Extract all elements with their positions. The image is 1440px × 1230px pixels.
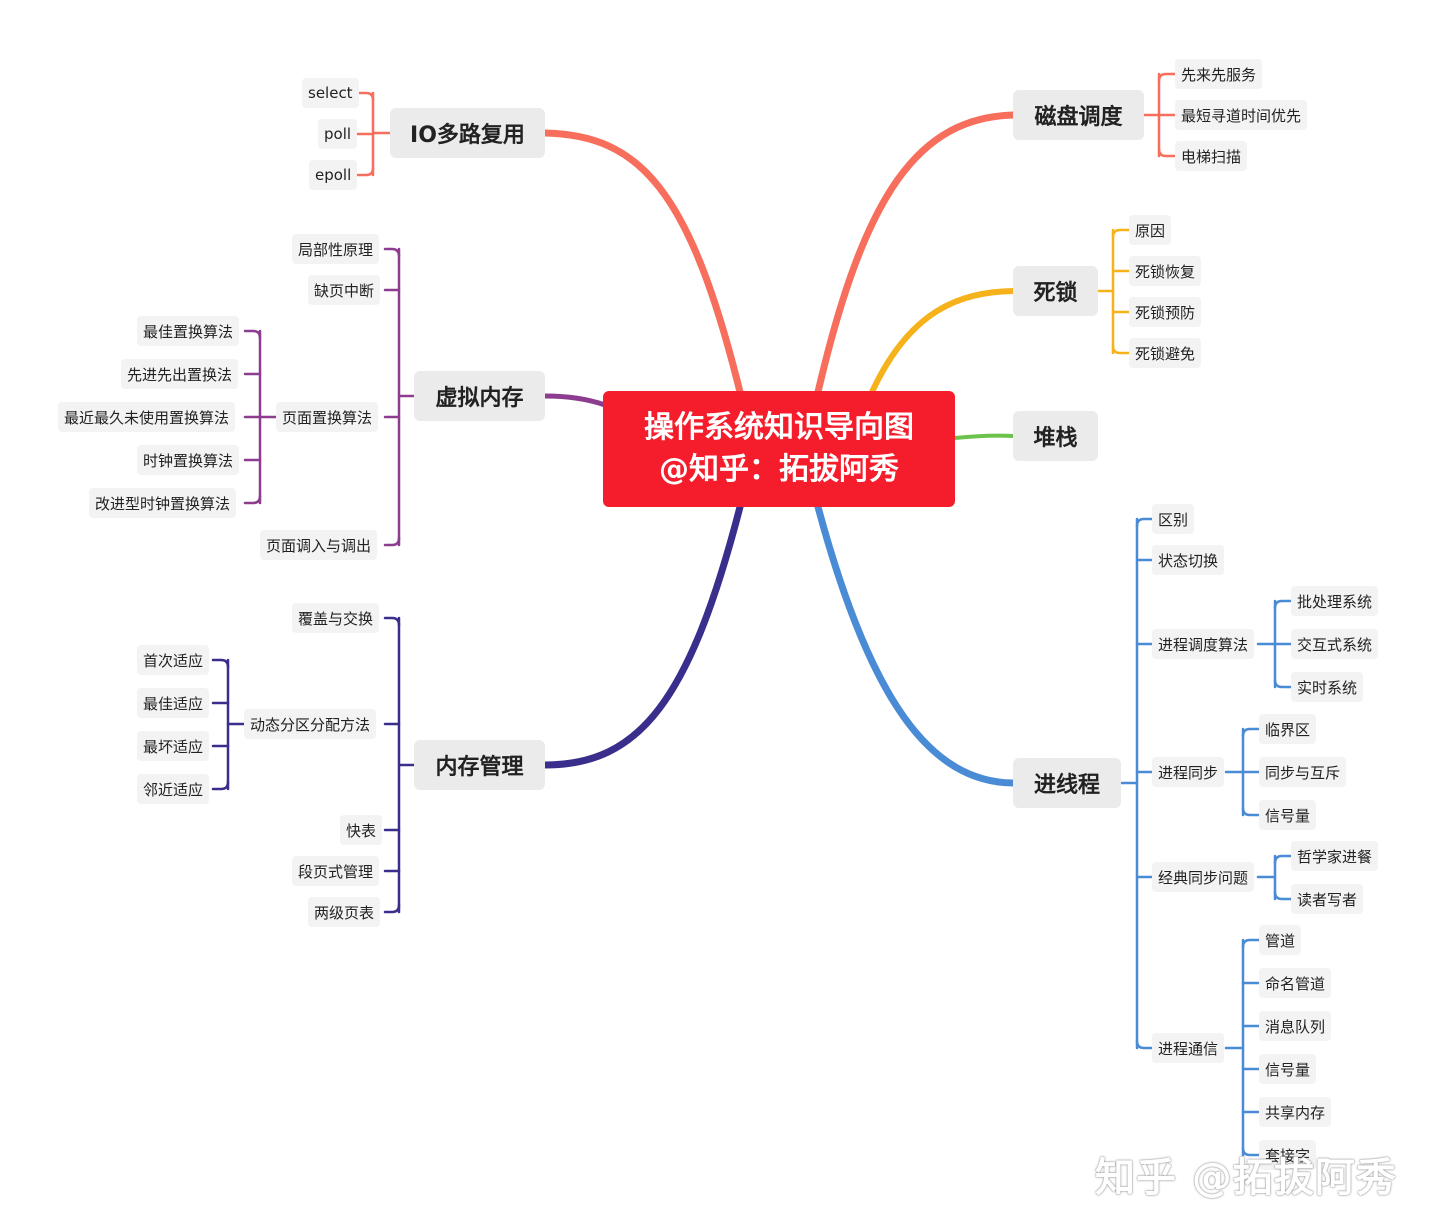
edge-vm-algo-tick-0	[243, 329, 262, 340]
edge-center-deadlock	[869, 288, 1016, 395]
disk-item-fcfs[interactable]: 先来先服务	[1175, 59, 1263, 89]
deadlock-item-recovery[interactable]: 死锁恢复	[1129, 256, 1202, 286]
proc-item-scheduling[interactable]: 进程调度算法	[1152, 629, 1255, 659]
ipc-item-shared-memory[interactable]: 共享内存	[1259, 1097, 1332, 1127]
edge-deadlock-tick-3	[1111, 344, 1131, 355]
edge-vm-tick-0	[383, 247, 401, 258]
topic-process-thread[interactable]: 进线程	[1013, 758, 1121, 808]
topic-virtual-memory[interactable]: 虚拟内存	[414, 371, 545, 421]
topic-deadlock[interactable]: 死锁	[1013, 266, 1098, 316]
edge-proc-sync-tick-0	[1241, 727, 1261, 738]
proc-item-ipc[interactable]: 进程通信	[1152, 1033, 1225, 1063]
topic-disk-scheduling[interactable]: 磁盘调度	[1013, 90, 1144, 140]
edge-proc-sched-tick-2	[1273, 678, 1293, 689]
sync-item-mutex[interactable]: 同步与互斥	[1259, 757, 1347, 787]
edge-center-vm	[542, 393, 608, 408]
mm-item-dynamic-partition[interactable]: 动态分区分配方法	[244, 709, 377, 739]
vm-item-locality[interactable]: 局部性原理	[292, 234, 380, 264]
mm-fit-next[interactable]: 邻近适应	[137, 774, 210, 804]
vm-algo-clock[interactable]: 时钟置换算法	[137, 445, 240, 475]
central-topic[interactable]: 操作系统知识导向图 @知乎：拓拔阿秀	[603, 391, 955, 507]
edge-proc-tick-5	[1135, 1039, 1154, 1050]
proc-item-difference[interactable]: 区别	[1152, 504, 1195, 534]
edge-proc-tick-0	[1135, 517, 1154, 528]
deadlock-item-prevention[interactable]: 死锁预防	[1129, 297, 1202, 327]
mm-fit-best[interactable]: 最佳适应	[137, 688, 210, 718]
sched-item-interactive[interactable]: 交互式系统	[1291, 629, 1379, 659]
edge-proc-sync-tick-2	[1241, 806, 1261, 817]
io-item-epoll[interactable]: epoll	[309, 160, 358, 190]
io-item-select[interactable]: select	[302, 78, 359, 108]
deadlock-item-cause[interactable]: 原因	[1129, 215, 1172, 245]
topic-stack[interactable]: 堆栈	[1013, 411, 1098, 461]
classic-item-readers-writers[interactable]: 读者写者	[1291, 884, 1364, 914]
deadlock-item-avoidance[interactable]: 死锁避免	[1129, 338, 1202, 368]
sched-item-realtime[interactable]: 实时系统	[1291, 672, 1364, 702]
mm-fit-worst[interactable]: 最坏适应	[137, 731, 210, 761]
mm-fit-first[interactable]: 首次适应	[137, 645, 210, 675]
edge-mm-fit-tick-0	[211, 658, 230, 669]
mm-item-tlb[interactable]: 快表	[340, 815, 383, 845]
watermark: 知乎 @拓拔阿秀	[1095, 1155, 1397, 1201]
sync-item-semaphore[interactable]: 信号量	[1259, 800, 1317, 830]
edge-center-disk	[814, 111, 1017, 396]
ipc-item-socket[interactable]: 套接字	[1259, 1140, 1317, 1170]
edge-proc-classic-tick-0	[1273, 854, 1293, 865]
edge-center-stack	[953, 433, 1015, 440]
topic-io[interactable]: IO多路复用	[390, 108, 545, 158]
ipc-item-semaphore[interactable]: 信号量	[1259, 1054, 1317, 1084]
mm-item-two-level-page-table[interactable]: 两级页表	[308, 897, 381, 927]
mm-item-overlay-swap[interactable]: 覆盖与交换	[292, 603, 380, 633]
edge-mm-tick-0	[383, 616, 401, 627]
edge-disk-tick-0	[1157, 72, 1177, 83]
ipc-item-message-queue[interactable]: 消息队列	[1259, 1011, 1332, 1041]
edge-proc-ipc-tick-0	[1241, 938, 1261, 949]
edge-disk-tick-2	[1157, 147, 1177, 158]
edge-vm-tick-3	[383, 536, 401, 547]
disk-item-sstf[interactable]: 最短寻道时间优先	[1175, 100, 1308, 130]
edge-proc-classic-tick-1	[1273, 890, 1293, 901]
proc-item-sync[interactable]: 进程同步	[1152, 757, 1225, 787]
edge-center-mm	[541, 503, 744, 769]
central-subtitle: @知乎：拓拔阿秀	[659, 452, 899, 487]
vm-item-page-replacement[interactable]: 页面置换算法	[276, 402, 379, 432]
sched-item-batch[interactable]: 批处理系统	[1291, 586, 1379, 616]
edge-io-tick-2	[355, 166, 375, 177]
disk-item-elevator[interactable]: 电梯扫描	[1175, 141, 1248, 171]
vm-algo-lru[interactable]: 最近最久未使用置换算法	[58, 402, 236, 432]
mm-item-segment-paging[interactable]: 段页式管理	[292, 856, 380, 886]
ipc-item-pipe[interactable]: 管道	[1259, 925, 1302, 955]
topic-memory-management[interactable]: 内存管理	[414, 740, 545, 790]
edge-center-proc	[814, 503, 1017, 787]
edge-proc-ipc-tick-5	[1241, 1146, 1261, 1157]
proc-item-classic-problems[interactable]: 经典同步问题	[1152, 862, 1255, 892]
proc-item-state-switch[interactable]: 状态切换	[1152, 545, 1225, 575]
edge-deadlock-tick-0	[1111, 228, 1131, 239]
vm-algo-optimal[interactable]: 最佳置换算法	[137, 316, 240, 346]
edge-mm-tick-4	[383, 903, 401, 914]
vm-algo-fifo[interactable]: 先进先出置换法	[121, 359, 239, 389]
vm-item-page-in-out[interactable]: 页面调入与调出	[260, 530, 378, 560]
sync-item-critical-section[interactable]: 临界区	[1259, 714, 1317, 744]
edge-proc-sched-tick-0	[1273, 599, 1293, 610]
edge-mm-fit-tick-3	[211, 780, 230, 791]
vm-item-page-fault[interactable]: 缺页中断	[308, 275, 381, 305]
vm-algo-improved-clock[interactable]: 改进型时钟置换算法	[89, 488, 237, 518]
edge-vm-algo-tick-4	[243, 494, 262, 505]
io-item-poll[interactable]: poll	[318, 119, 358, 149]
edge-io-tick-0	[355, 91, 375, 102]
central-title: 操作系统知识导向图	[644, 410, 914, 445]
ipc-item-named-pipe[interactable]: 命名管道	[1259, 968, 1332, 998]
edge-center-io	[541, 129, 744, 396]
classic-item-philosophers[interactable]: 哲学家进餐	[1291, 841, 1379, 871]
